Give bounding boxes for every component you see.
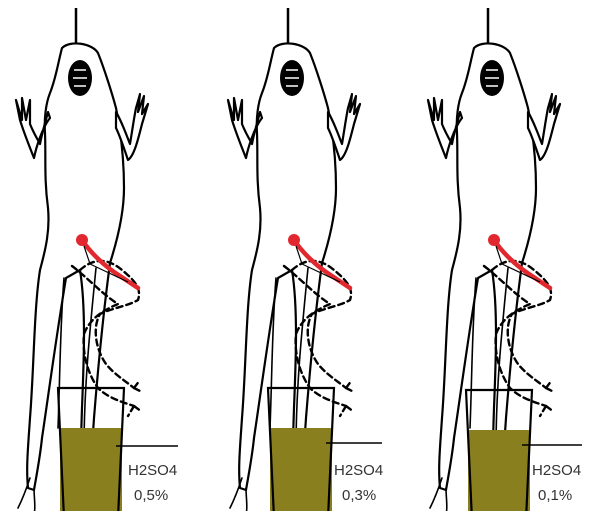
frog-panel-2: H2SO4 0,3% — [228, 8, 383, 511]
concentration-label: 0,1% — [538, 487, 572, 504]
reagent-label: H2SO4 — [128, 462, 177, 479]
frog-panel-3: H2SO4 0,1% — [428, 8, 582, 511]
frog-panel-1: H2SO4 0,5% — [16, 8, 178, 511]
reagent-label: H2SO4 — [532, 462, 581, 479]
reagent-label: H2SO4 — [334, 462, 383, 479]
concentration-label: 0,5% — [134, 487, 168, 504]
concentration-label: 0,3% — [342, 487, 376, 504]
